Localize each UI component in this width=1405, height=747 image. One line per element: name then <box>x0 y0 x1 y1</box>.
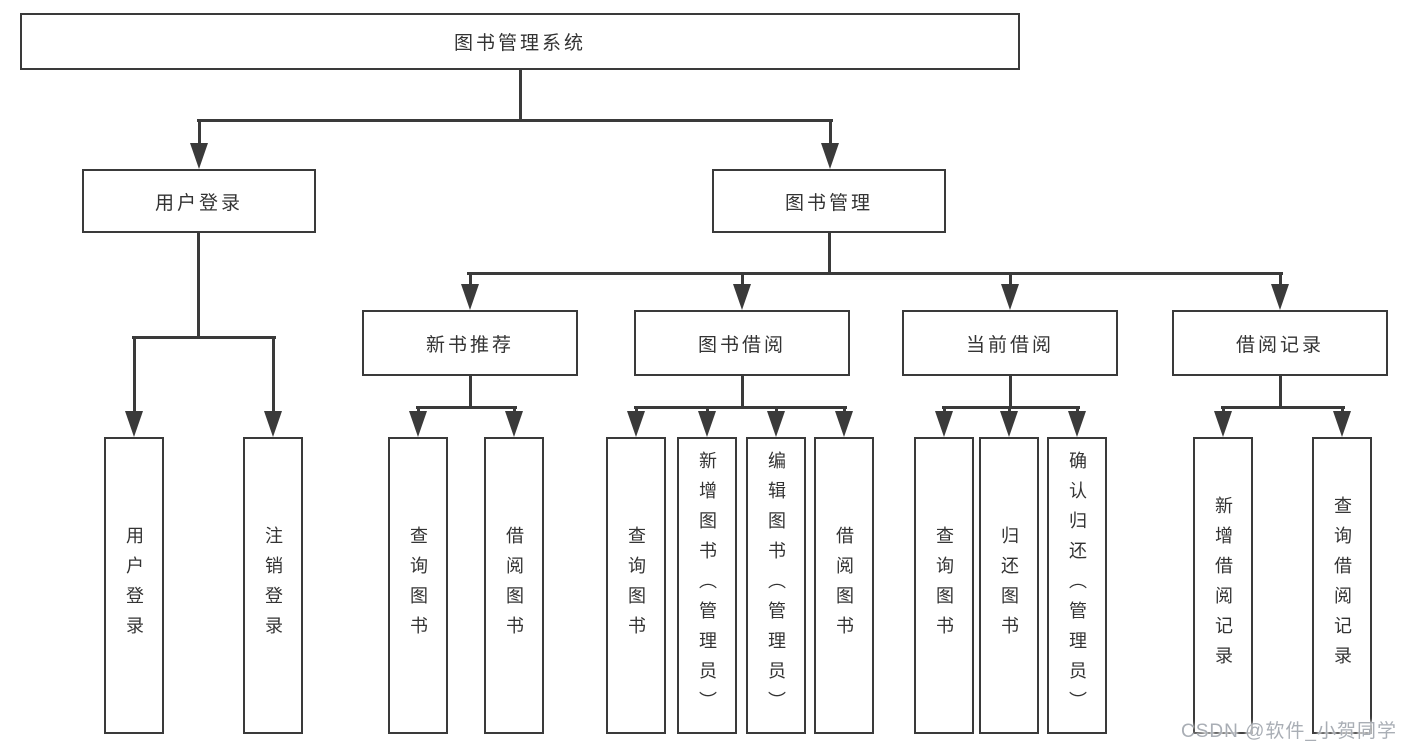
arrowhead-down-icon <box>125 411 143 437</box>
connector-branch <box>416 406 517 409</box>
watermark: CSDN @软件_小贺同学 <box>1181 721 1397 742</box>
node-label: 用户登录 <box>154 192 243 214</box>
node-label: 编辑图书（管理员） <box>766 450 786 721</box>
connector-arrow-shaft <box>1009 272 1012 288</box>
arrowhead-down-icon <box>698 411 716 437</box>
leaf-confirm-return-admin: 确认归还（管理员） <box>1047 437 1107 734</box>
node-label: 新书推荐 <box>425 334 514 356</box>
connector-arrow-shaft <box>943 406 946 415</box>
arrowhead-down-icon <box>461 284 479 310</box>
arrowhead-down-icon <box>1333 411 1351 437</box>
arrowhead-down-icon <box>935 411 953 437</box>
connector-arrow-shaft <box>843 406 846 415</box>
leaf-query-book-recommend: 查询图书 <box>388 437 448 734</box>
node-label: 新增图书（管理员） <box>697 450 717 721</box>
leaf-query-book-current: 查询图书 <box>914 437 974 734</box>
connector-arrow-shaft <box>417 406 420 415</box>
node-label: 查询图书 <box>626 525 646 646</box>
arrowhead-down-icon <box>1214 411 1232 437</box>
node-library-management-system: 图书管理系统 <box>20 13 1020 70</box>
node-book-borrow: 图书借阅 <box>634 310 850 376</box>
connector-stem <box>519 69 522 122</box>
leaf-logout: 注销登录 <box>243 437 303 734</box>
node-label: 确认归还（管理员） <box>1067 450 1087 721</box>
connector-arrow-shaft <box>1222 406 1225 415</box>
node-current-borrow: 当前借阅 <box>902 310 1118 376</box>
arrowhead-down-icon <box>190 143 208 169</box>
arrowhead-down-icon <box>733 284 751 310</box>
arrowhead-down-icon <box>821 143 839 169</box>
connector-arrow-shaft <box>1008 406 1011 415</box>
connector-arrow-shaft <box>513 406 516 415</box>
connector-arrow-shaft <box>775 406 778 415</box>
connector-arrow-shaft <box>133 336 136 415</box>
node-book-management: 图书管理 <box>712 169 946 233</box>
node-label: 查询图书 <box>408 525 428 646</box>
node-label: 新增借阅记录 <box>1213 495 1233 676</box>
node-label: 查询借阅记录 <box>1332 495 1352 676</box>
connector-arrow-shaft <box>198 119 201 147</box>
node-label: 归还图书 <box>999 525 1019 646</box>
node-label: 借阅图书 <box>834 525 854 646</box>
node-label: 图书管理系统 <box>453 33 586 54</box>
arrowhead-down-icon <box>1001 284 1019 310</box>
node-new-book-recommend: 新书推荐 <box>362 310 578 376</box>
arrowhead-down-icon <box>835 411 853 437</box>
connector-stem <box>469 376 472 409</box>
connector-stem <box>741 376 744 409</box>
connector-branch <box>1221 406 1345 409</box>
node-label: 当前借阅 <box>965 334 1054 356</box>
node-label: 用户登录 <box>124 525 144 646</box>
leaf-borrow-book-recommend: 借阅图书 <box>484 437 544 734</box>
node-borrow-record: 借阅记录 <box>1172 310 1388 376</box>
connector-arrow-shaft <box>1279 272 1282 288</box>
connector-arrow-shaft <box>635 406 638 415</box>
connector-branch <box>634 406 847 409</box>
arrowhead-down-icon <box>1271 284 1289 310</box>
connector-arrow-shaft <box>741 272 744 288</box>
arrowhead-down-icon <box>505 411 523 437</box>
connector-stem <box>197 233 200 339</box>
connector-arrow-shaft <box>829 119 832 147</box>
leaf-add-borrow-record: 新增借阅记录 <box>1193 437 1253 734</box>
arrowhead-down-icon <box>264 411 282 437</box>
arrowhead-down-icon <box>1068 411 1086 437</box>
leaf-user-login: 用户登录 <box>104 437 164 734</box>
connector-arrow-shaft <box>1341 406 1344 415</box>
arrowhead-down-icon <box>1000 411 1018 437</box>
connector-stem <box>828 233 831 275</box>
connector-branch <box>942 406 1080 409</box>
leaf-borrow-book: 借阅图书 <box>814 437 874 734</box>
connector-arrow-shaft <box>1076 406 1079 415</box>
node-label: 借阅图书 <box>504 525 524 646</box>
node-label: 借阅记录 <box>1235 334 1324 356</box>
connector-stem <box>1009 376 1012 409</box>
connector-arrow-shaft <box>706 406 709 415</box>
connector-branch <box>197 119 833 122</box>
node-user-login: 用户登录 <box>82 169 316 233</box>
node-label: 查询图书 <box>934 525 954 646</box>
node-label: 图书管理 <box>784 192 873 214</box>
node-label: 图书借阅 <box>697 334 786 356</box>
connector-branch <box>132 336 276 339</box>
leaf-query-book-borrow: 查询图书 <box>606 437 666 734</box>
connector-arrow-shaft <box>469 272 472 288</box>
leaf-query-borrow-record: 查询借阅记录 <box>1312 437 1372 734</box>
leaf-add-book-admin: 新增图书（管理员） <box>677 437 737 734</box>
node-label: 注销登录 <box>263 525 283 646</box>
connector-stem <box>1279 376 1282 409</box>
leaf-return-book: 归还图书 <box>979 437 1039 734</box>
connector-branch <box>467 272 1283 275</box>
arrowhead-down-icon <box>767 411 785 437</box>
arrowhead-down-icon <box>627 411 645 437</box>
leaf-edit-book-admin: 编辑图书（管理员） <box>746 437 806 734</box>
connector-arrow-shaft <box>272 336 275 415</box>
arrowhead-down-icon <box>409 411 427 437</box>
